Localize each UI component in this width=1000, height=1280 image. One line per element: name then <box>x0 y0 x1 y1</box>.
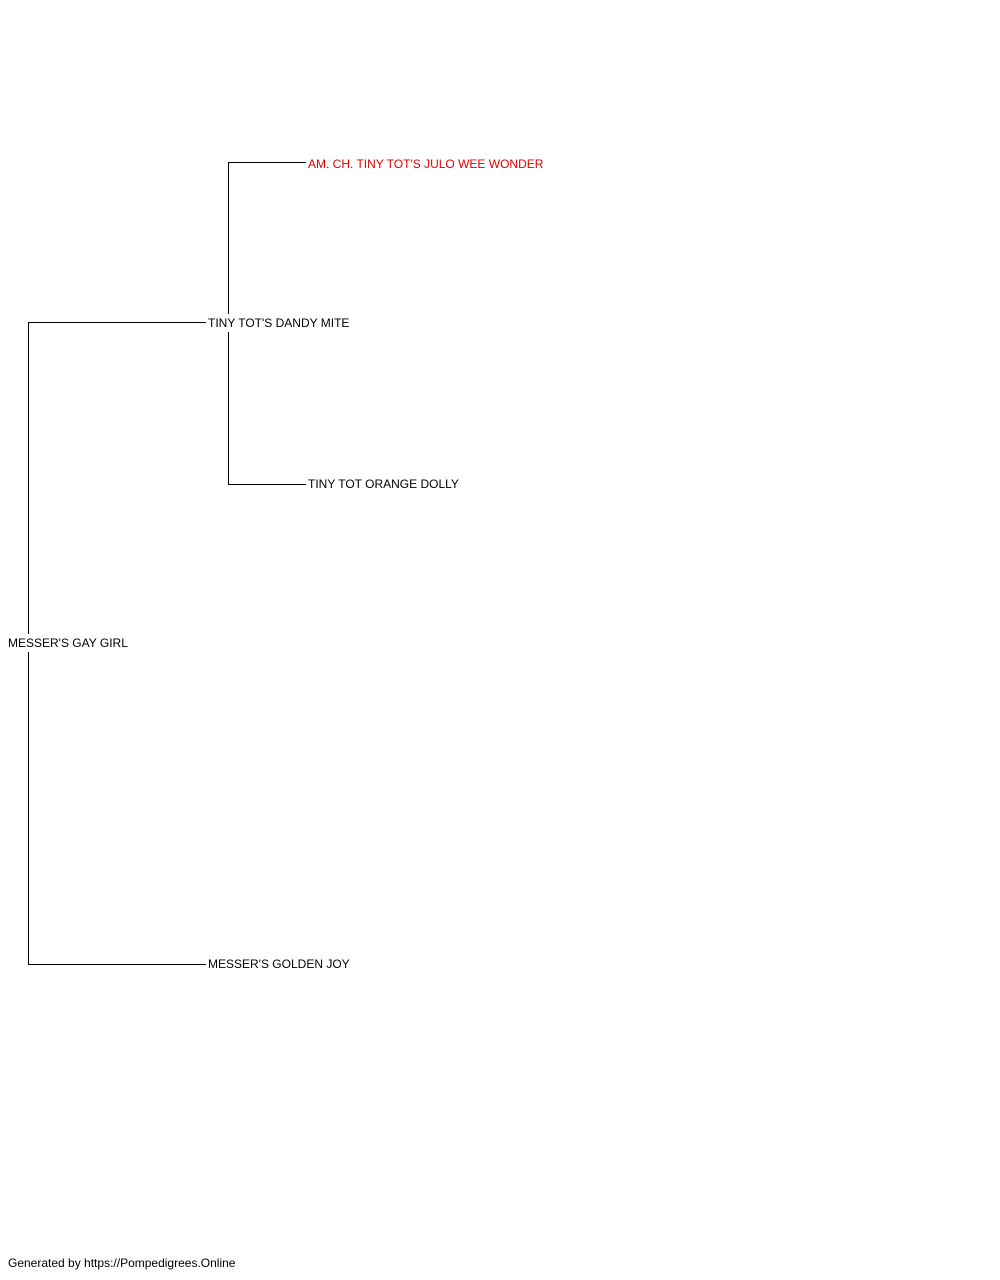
dam-name: MESSER'S GOLDEN JOY <box>208 957 350 971</box>
subject-name: MESSER'S GAY GIRL <box>0 634 132 652</box>
footer-credit: Generated by https://Pompedigrees.Online <box>8 1256 236 1270</box>
sire-name: TINY TOT'S DANDY MITE <box>206 314 352 332</box>
connector-to-sire <box>28 322 206 323</box>
sire-dam-name: TINY TOT ORANGE DOLLY <box>308 477 459 491</box>
sire-sire-name: AM. CH. TINY TOT'S JULO WEE WONDER <box>308 157 544 171</box>
connector-to-sire-sire <box>228 162 306 163</box>
connector-to-sire-dam <box>228 484 306 485</box>
connector-to-dam <box>28 964 206 965</box>
